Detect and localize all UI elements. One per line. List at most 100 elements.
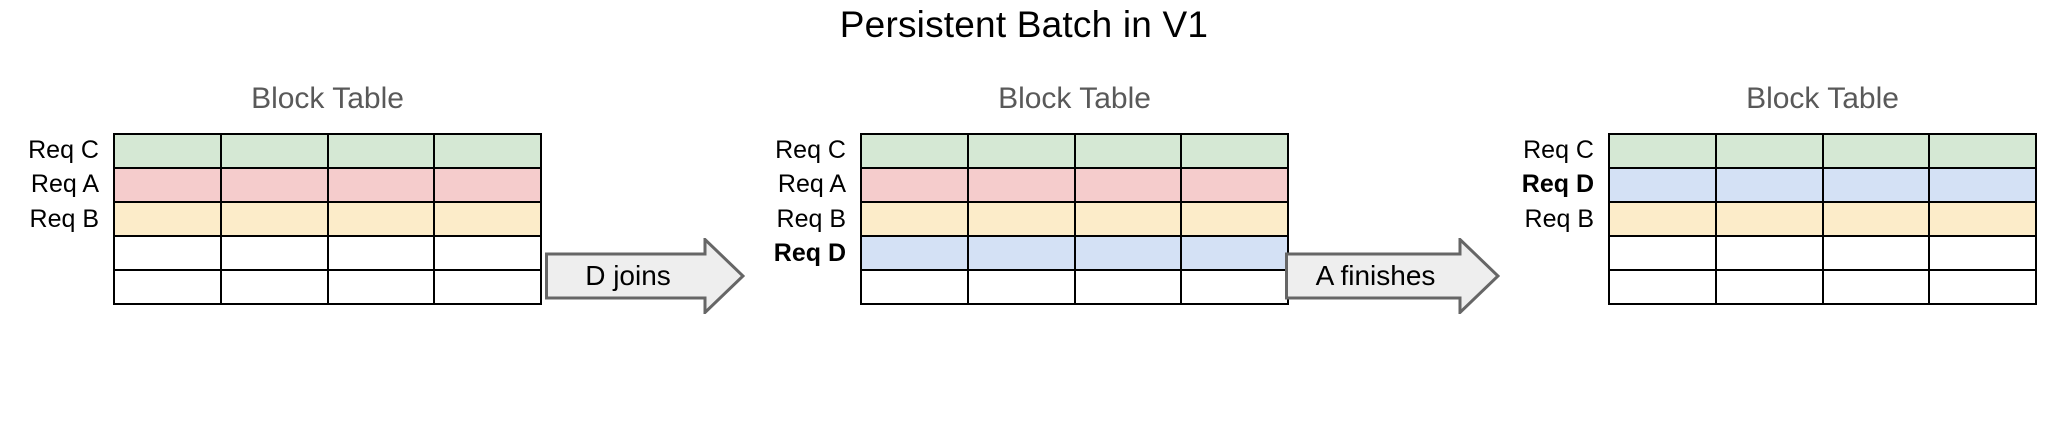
block-cell[interactable] xyxy=(966,201,1076,237)
block-cell[interactable] xyxy=(1821,235,1931,271)
block-cell[interactable] xyxy=(219,235,329,271)
block-cell[interactable] xyxy=(1928,167,2037,203)
block-cell[interactable] xyxy=(1180,201,1289,237)
block-table-title: Block Table xyxy=(251,82,404,115)
block-cell[interactable] xyxy=(1073,269,1183,305)
block-cell[interactable] xyxy=(1180,133,1289,169)
block-cell[interactable] xyxy=(433,235,542,271)
block-cell[interactable] xyxy=(1714,133,1824,169)
row-label: Req C xyxy=(1523,136,1594,164)
arrow-label: A finishes xyxy=(1315,260,1436,291)
block-cell[interactable] xyxy=(1714,167,1824,203)
block-cell[interactable] xyxy=(860,235,969,271)
table-row xyxy=(860,235,1289,271)
block-cell[interactable] xyxy=(1608,167,1717,203)
row-label: Req A xyxy=(777,170,846,199)
table-row xyxy=(113,269,542,305)
block-cell[interactable] xyxy=(113,167,222,203)
block-table xyxy=(113,133,542,305)
block-cell[interactable] xyxy=(326,133,436,169)
block-cell[interactable] xyxy=(1608,201,1717,237)
table-row xyxy=(113,133,542,169)
block-cell[interactable] xyxy=(860,269,969,305)
block-cell[interactable] xyxy=(326,167,436,203)
block-cell[interactable] xyxy=(1928,235,2037,271)
block-cell[interactable] xyxy=(1608,269,1717,305)
block-table-title: Block Table xyxy=(998,82,1151,115)
row-label: Req B xyxy=(1524,204,1594,233)
block-cell[interactable] xyxy=(326,235,436,271)
row-label: Req D xyxy=(1521,170,1594,199)
block-cell[interactable] xyxy=(113,133,222,169)
row-label: Req B xyxy=(776,204,846,233)
block-cell[interactable] xyxy=(1821,201,1931,237)
block-cell[interactable] xyxy=(1608,133,1717,169)
row-label: Req B xyxy=(29,204,99,233)
block-cell[interactable] xyxy=(1073,167,1183,203)
block-cell[interactable] xyxy=(1928,269,2037,305)
block-cell[interactable] xyxy=(1821,167,1931,203)
block-cell[interactable] xyxy=(966,167,1076,203)
block-table-grid xyxy=(113,133,542,305)
block-cell[interactable] xyxy=(1714,201,1824,237)
row-label: Req A xyxy=(30,170,99,199)
block-cell[interactable] xyxy=(433,201,542,237)
row-label xyxy=(1484,236,1594,270)
row-label: Req D xyxy=(773,239,846,268)
block-cell[interactable] xyxy=(113,201,222,237)
block-cell[interactable] xyxy=(433,133,542,169)
table-row xyxy=(860,133,1289,169)
block-cell[interactable] xyxy=(326,201,436,237)
row-label: Req C xyxy=(775,136,846,164)
table-row xyxy=(1608,269,2037,305)
block-cell[interactable] xyxy=(1821,269,1931,305)
block-cell[interactable] xyxy=(860,167,969,203)
block-table-grid xyxy=(1608,133,2037,305)
table-row xyxy=(113,167,542,203)
block-cell[interactable] xyxy=(1180,167,1289,203)
page-title: Persistent Batch in V1 xyxy=(839,4,1209,45)
row-label xyxy=(0,236,99,270)
block-cell[interactable] xyxy=(966,235,1076,271)
block-cell[interactable] xyxy=(433,167,542,203)
block-cell[interactable] xyxy=(1928,201,2037,237)
block-cell[interactable] xyxy=(966,269,1076,305)
block-cell[interactable] xyxy=(219,133,329,169)
block-cell[interactable] xyxy=(1073,133,1183,169)
row-label xyxy=(1484,271,1594,305)
block-cell[interactable] xyxy=(1180,235,1289,271)
table-row xyxy=(1608,201,2037,237)
block-cell[interactable] xyxy=(113,269,222,305)
block-cell[interactable] xyxy=(860,133,969,169)
transition-arrow-1: D joins xyxy=(545,238,745,314)
block-cell[interactable] xyxy=(219,167,329,203)
transition-arrow-2: A finishes xyxy=(1285,238,1500,314)
block-cell[interactable] xyxy=(219,269,329,305)
table-row xyxy=(113,201,542,237)
block-cell[interactable] xyxy=(1714,235,1824,271)
block-cell[interactable] xyxy=(326,269,436,305)
block-cell[interactable] xyxy=(1073,235,1183,271)
block-cell[interactable] xyxy=(1928,133,2037,169)
block-cell[interactable] xyxy=(433,269,542,305)
block-cell[interactable] xyxy=(966,133,1076,169)
block-table-title: Block Table xyxy=(1746,82,1899,115)
table-row xyxy=(1608,133,2037,169)
block-cell[interactable] xyxy=(1180,269,1289,305)
table-row xyxy=(1608,235,2037,271)
block-cell[interactable] xyxy=(219,201,329,237)
block-cell[interactable] xyxy=(1073,201,1183,237)
block-cell[interactable] xyxy=(1608,235,1717,271)
arrow-label: D joins xyxy=(585,260,671,291)
block-table xyxy=(860,133,1289,305)
table-row xyxy=(860,201,1289,237)
block-table xyxy=(1608,133,2037,305)
block-cell[interactable] xyxy=(113,235,222,271)
block-cell[interactable] xyxy=(860,201,969,237)
block-cell[interactable] xyxy=(1714,269,1824,305)
row-label xyxy=(0,271,99,305)
row-label-column: Req C Req D Req B xyxy=(1484,133,1594,305)
arrow-shape-icon xyxy=(545,238,745,314)
block-cell[interactable] xyxy=(1821,133,1931,169)
